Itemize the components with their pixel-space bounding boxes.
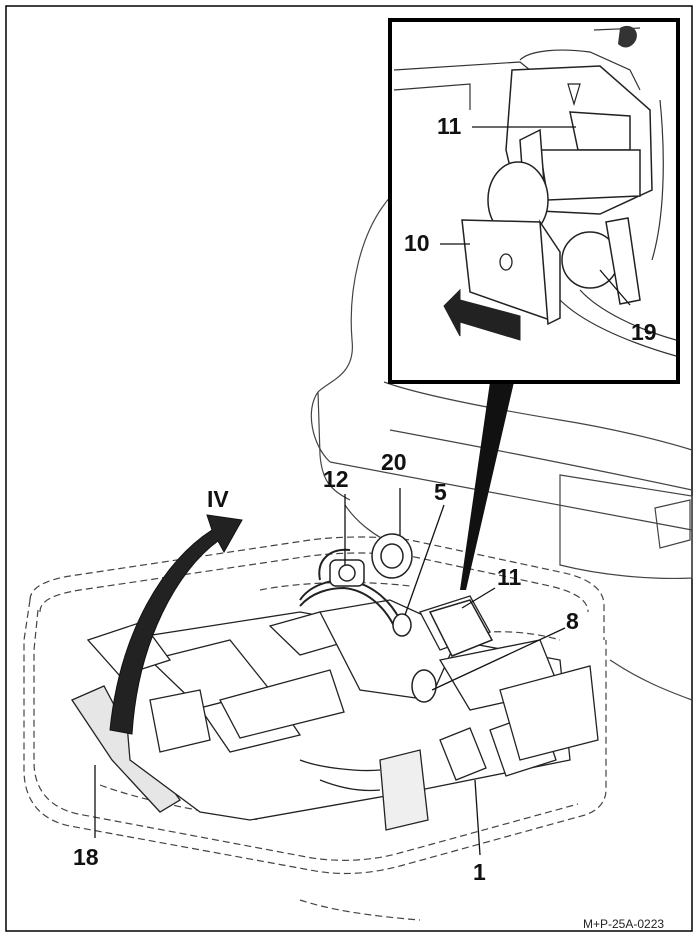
- main-leader-lines: [94, 488, 566, 856]
- callout-11-inset: 11: [437, 113, 462, 139]
- rotation-arrow: [109, 514, 243, 735]
- callout-19: 19: [631, 319, 657, 345]
- foam-tray-outline: [23, 536, 607, 921]
- socket-8: [411, 669, 437, 703]
- figure-reference-code: M+P-25A-0223: [583, 917, 665, 931]
- bulb-holder-12: [329, 559, 365, 587]
- callout-20: 20: [381, 449, 407, 475]
- inset-pointer: [460, 382, 514, 590]
- lamp-20: [371, 533, 413, 579]
- bracket-11-main: [428, 599, 494, 657]
- callout-11-main: 11: [497, 564, 522, 590]
- callout-18: 18: [73, 844, 99, 870]
- inset-detail: [388, 18, 680, 384]
- callout-8: 8: [566, 608, 579, 634]
- callout-10: 10: [404, 230, 430, 256]
- callout-5: 5: [434, 479, 447, 505]
- callout-1: 1: [473, 859, 486, 885]
- lamp-5: [392, 613, 412, 637]
- push-arrow-icon: [443, 288, 521, 341]
- callout-12: 12: [323, 466, 349, 492]
- outer-frame: [5, 5, 693, 932]
- callout-iv: IV: [207, 486, 229, 512]
- vehicle-rear-body: [310, 194, 693, 701]
